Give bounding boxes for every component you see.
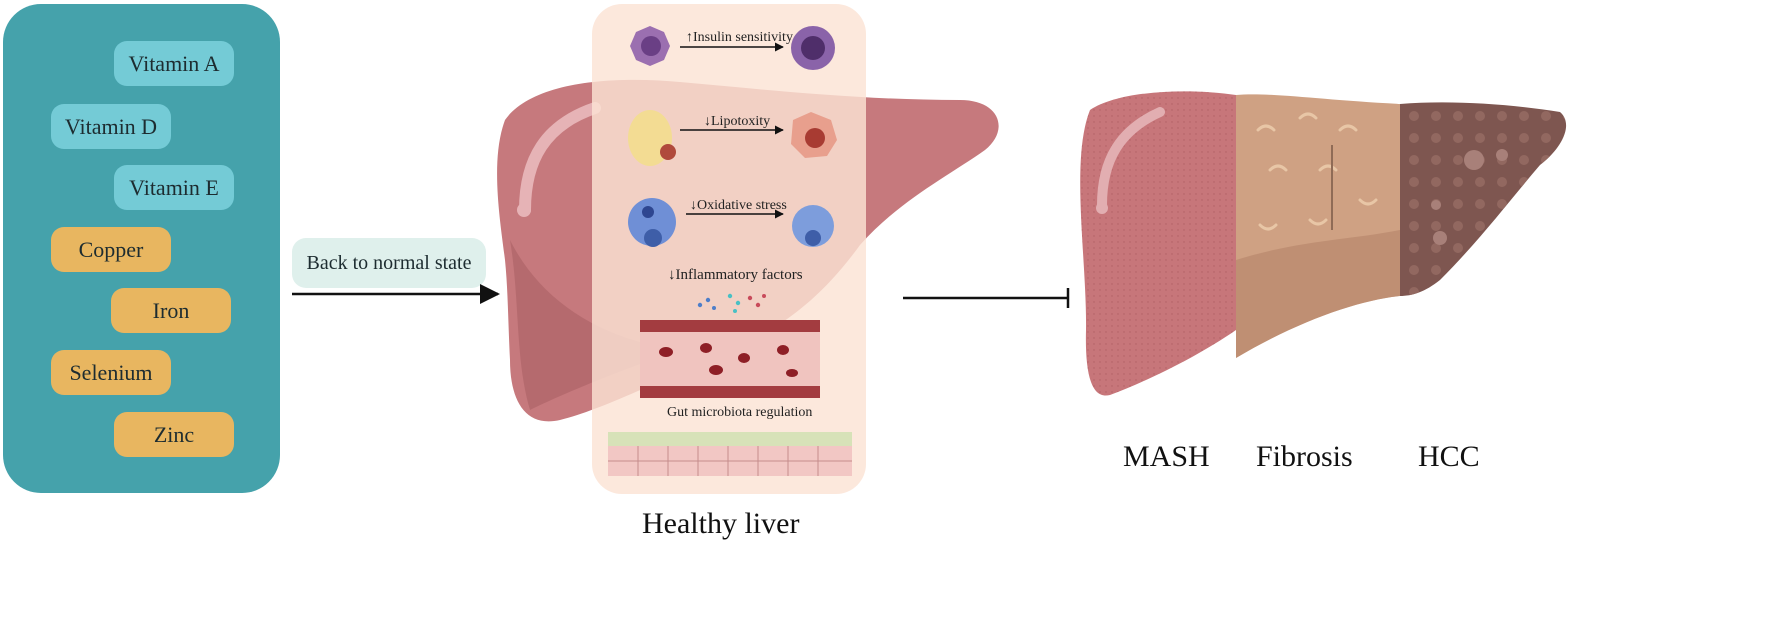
inflammatory-factors-label: ↓Inflammatory factors — [668, 267, 803, 283]
copper-pill: Copper — [51, 227, 171, 272]
nutrient-panel: Vitamin A Vitamin D Vitamin E Copper Iro… — [3, 4, 280, 493]
zinc-pill: Zinc — [114, 412, 234, 457]
mash-liver-segment — [1080, 91, 1236, 396]
inflammatory-particles — [697, 293, 766, 313]
gut-illustration — [608, 432, 852, 476]
gut-microbiota-label: Gut microbiota regulation — [667, 405, 813, 420]
insulin-sensitivity-row — [630, 26, 835, 70]
blood-vessel-illustration — [640, 320, 820, 398]
iron-pill: Iron — [111, 288, 231, 333]
oxidative-stress-label: ↓Oxidative stress — [690, 198, 787, 213]
stage-hcc-label: HCC — [1418, 440, 1480, 473]
healthy-liver-label: Healthy liver — [642, 507, 800, 540]
back-to-normal-label: Back to normal state — [292, 238, 486, 288]
lipotoxicity-row — [628, 110, 837, 166]
hcc-liver-segment — [1400, 102, 1567, 296]
vitamin-d-pill: Vitamin D — [51, 104, 171, 149]
stage-mash-label: MASH — [1123, 440, 1210, 473]
vitamin-e-pill: Vitamin E — [114, 165, 234, 210]
oxidative-stress-row — [628, 198, 834, 247]
insulin-sensitivity-label: ↑Insulin sensitivity — [686, 30, 793, 45]
stage-fibrosis-label: Fibrosis — [1256, 440, 1353, 473]
selenium-pill: Selenium — [51, 350, 171, 395]
vitamin-a-pill: Vitamin A — [114, 41, 234, 86]
fibrosis-liver-segment — [1236, 94, 1400, 359]
lipotoxicity-label: ↓Lipotoxity — [704, 114, 771, 129]
